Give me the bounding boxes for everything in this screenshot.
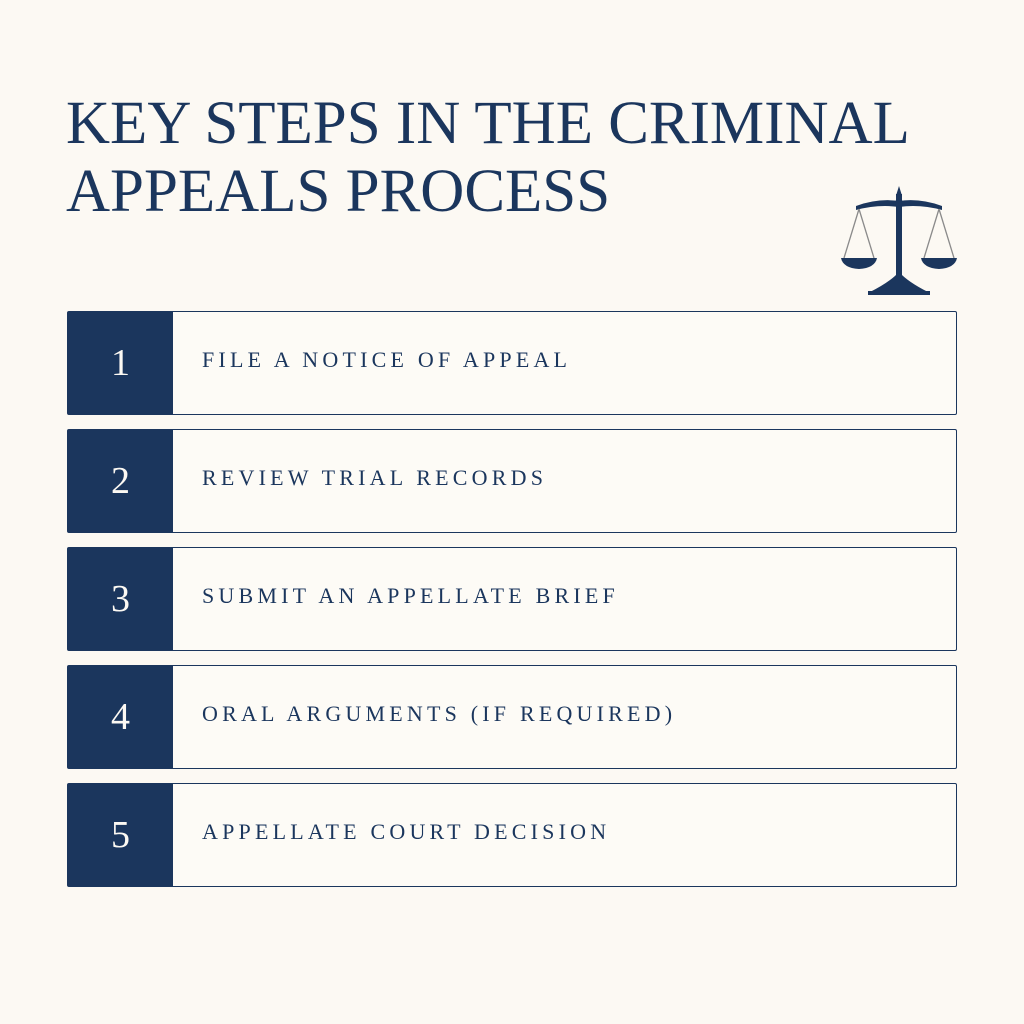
step-label: FILE A NOTICE OF APPEAL [202, 347, 572, 372]
step-number-badge: 2 [68, 430, 173, 532]
steps-list: 1 FILE A NOTICE OF APPEAL 2 REVIEW TRIAL… [67, 311, 957, 901]
step-number-badge: 1 [68, 312, 173, 414]
step-number-badge: 5 [68, 784, 173, 886]
step-number-badge: 3 [68, 548, 173, 650]
step-label: ORAL ARGUMENTS (IF REQUIRED) [202, 701, 677, 726]
page-title: KEY STEPS IN THE CRIMINAL APPEALS PROCES… [66, 90, 908, 225]
step-number-badge: 4 [68, 666, 173, 768]
step-item-1: 1 FILE A NOTICE OF APPEAL [67, 311, 957, 415]
step-label: REVIEW TRIAL RECORDS [202, 465, 548, 490]
step-item-3: 3 SUBMIT AN APPELLATE BRIEF [67, 547, 957, 651]
step-item-2: 2 REVIEW TRIAL RECORDS [67, 429, 957, 533]
step-item-4: 4 ORAL ARGUMENTS (IF REQUIRED) [67, 665, 957, 769]
step-item-5: 5 APPELLATE COURT DECISION [67, 783, 957, 887]
step-label: SUBMIT AN APPELLATE BRIEF [202, 583, 619, 608]
scales-of-justice-icon [841, 186, 957, 295]
step-label: APPELLATE COURT DECISION [202, 819, 611, 844]
